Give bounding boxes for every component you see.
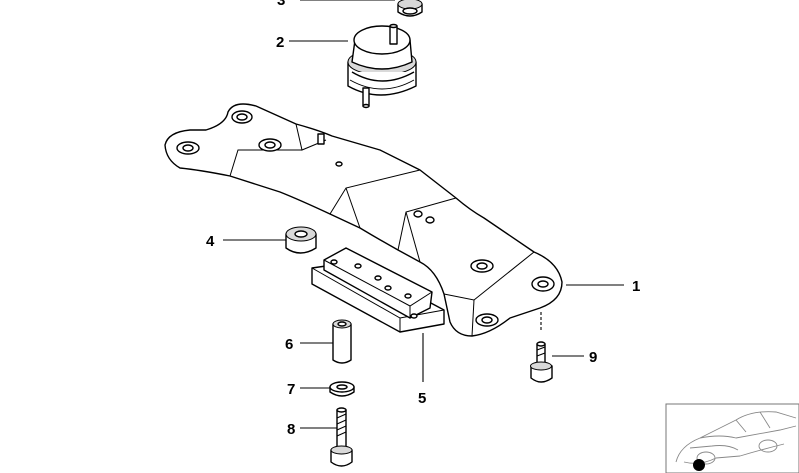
car-thumbnail: [665, 403, 799, 473]
part-6-sleeve: [332, 319, 352, 364]
part-7-washer: [329, 381, 355, 397]
location-marker-dot: [693, 459, 705, 471]
callout-7: 7: [287, 381, 295, 398]
callout-labels: 3 2 1 4 5 6 7 8 9: [206, 0, 640, 438]
callout-8: 8: [287, 421, 295, 438]
callout-6: 6: [285, 336, 293, 353]
leader-lines: [223, 0, 624, 429]
callout-1: 1: [632, 278, 640, 295]
callout-2: 2: [276, 34, 284, 51]
part-5-bracket: [311, 247, 445, 333]
part-2-mount: [347, 23, 417, 109]
part-3-nut: [397, 0, 423, 17]
part-4-bushing: [285, 226, 317, 254]
callout-5: 5: [418, 390, 426, 407]
callout-9: 9: [589, 349, 597, 366]
callout-3: 3: [277, 0, 285, 9]
part-8-bolt: [330, 407, 353, 467]
callout-4: 4: [206, 233, 215, 250]
part-9-bolt: [530, 341, 553, 383]
part-1-crossmember: [164, 103, 563, 337]
